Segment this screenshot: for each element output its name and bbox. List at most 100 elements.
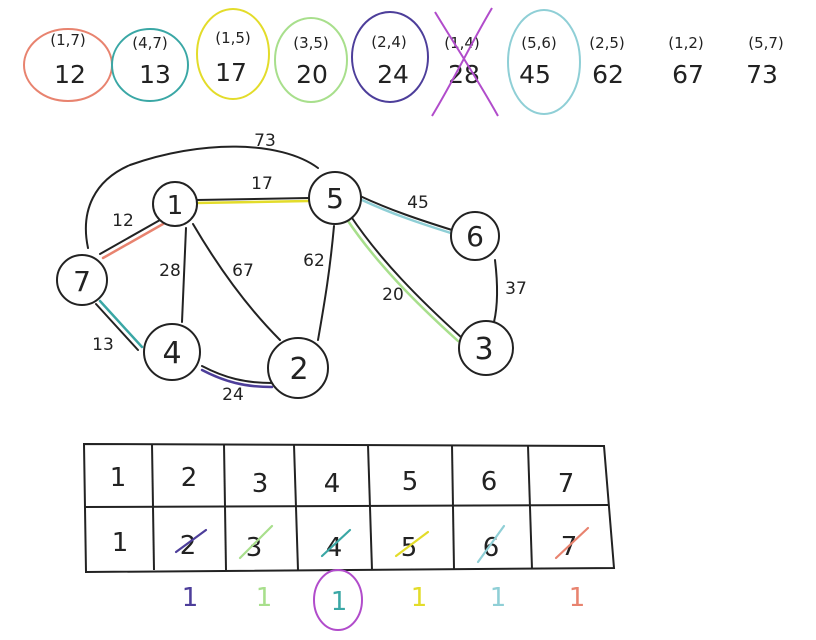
edge-weight: 73 [746, 60, 778, 89]
table-cell: 6 [481, 467, 498, 497]
node-4: 4 [143, 323, 201, 381]
edge-item: (1,2) 67 [668, 34, 704, 89]
strike-mark [476, 524, 506, 564]
node-label: 5 [326, 182, 344, 215]
node-label: 1 [167, 191, 184, 221]
selection-circle [507, 9, 581, 115]
edge-pair: (3,5) [293, 34, 329, 52]
edge-item: (2,5) 62 [589, 34, 625, 89]
edge-item: (1,7) 12 [23, 28, 113, 102]
node-label: 6 [466, 220, 484, 253]
strike-mark [554, 526, 590, 560]
edge-1-5-highlight [194, 199, 311, 205]
edge-1-5 [195, 197, 310, 201]
node-label: 7 [73, 265, 91, 298]
parent-row: 1 2 3 4 5 6 7 [112, 528, 578, 563]
strike-mark [174, 528, 208, 554]
edge-weight: 62 [592, 60, 624, 89]
edge-5-6-highlight [360, 198, 456, 236]
edge-pair: (2,4) [371, 33, 407, 51]
edge-label: 28 [159, 261, 181, 281]
node-3: 3 [458, 320, 514, 376]
edge-1-7 [99, 219, 161, 255]
edge-4-2 [201, 365, 273, 384]
table-cell: 6 [483, 533, 500, 563]
edge-weight: 20 [296, 60, 328, 89]
strike-mark [238, 524, 274, 560]
table-cell: 5 [401, 533, 418, 563]
edge-item: (3,5) 20 [274, 17, 348, 103]
root-value: 1 [256, 583, 273, 613]
root-value: 1 [490, 583, 507, 613]
edge-label: 12 [112, 211, 134, 231]
edge-label: 45 [407, 193, 429, 213]
root-value: 1 [182, 583, 199, 613]
node-7: 7 [56, 254, 108, 306]
sorted-edge-list: (1,7) 12 (4,7) 13 (1,5) 17 (3,5) 20 (2,4… [23, 7, 784, 117]
edge-1-7-highlight [101, 222, 165, 260]
node-label: 3 [474, 332, 493, 367]
edge-1-4 [181, 227, 187, 323]
edge-5-3 [349, 214, 463, 339]
edge-label: 62 [303, 251, 325, 271]
table-cell: 3 [252, 469, 269, 499]
table-cell: 7 [558, 469, 575, 499]
union-find-table: 1 2 3 4 5 6 7 1 2 3 4 5 6 7 1 1 [82, 442, 616, 631]
table-cell: 1 [110, 463, 127, 493]
edge-weight: 13 [139, 60, 171, 89]
root-value: 1 [331, 587, 348, 617]
edge-weight: 45 [519, 60, 551, 89]
graph-nodes: 1 5 6 7 4 2 3 [56, 171, 514, 399]
table-cell: 2 [180, 531, 197, 561]
table-cell: 5 [402, 467, 419, 497]
table-cell: 4 [324, 469, 341, 499]
selection-circle [196, 8, 270, 100]
below-values: 1 1 1 1 1 1 [182, 569, 585, 631]
node-5: 5 [308, 171, 362, 225]
graph: 73 17 45 12 28 67 62 37 20 13 24 1 5 6 [56, 131, 527, 405]
table-cell: 4 [326, 533, 343, 563]
node-2: 2 [267, 337, 329, 399]
edge-item: (5,6) 45 [507, 9, 581, 115]
edge-pair: (4,7) [132, 34, 168, 52]
edge-pair: (2,5) [589, 34, 625, 52]
table-cell: 1 [112, 528, 129, 558]
highlight-circle [313, 569, 363, 631]
table-cell: 2 [181, 463, 198, 493]
strike-mark [394, 530, 430, 558]
edge-weight: 28 [448, 60, 480, 89]
edge-weight: 12 [54, 60, 86, 89]
edge-label: 24 [222, 385, 244, 405]
root-value: 1 [411, 583, 428, 613]
strike-marks [174, 524, 590, 564]
edge-label: 17 [251, 174, 273, 194]
edge-label: 37 [505, 279, 527, 299]
edge-6-3 [493, 259, 499, 323]
edge-labels: 73 17 45 12 28 67 62 37 20 13 24 [92, 131, 527, 405]
selection-circle [274, 17, 348, 103]
edge-item: (4,7) 13 [111, 28, 189, 102]
edge-label: 20 [382, 285, 404, 305]
node-6: 6 [450, 211, 500, 261]
edge-item: (1,5) 17 [196, 8, 270, 100]
edge-4-2-highlight [200, 368, 274, 389]
strike-mark [320, 528, 352, 558]
table-grid [82, 442, 616, 574]
edge-pair: (1,5) [215, 29, 251, 47]
edge-5-3-highlight [344, 216, 460, 343]
edge-label: 73 [254, 131, 276, 151]
edge-5-7 [84, 145, 319, 249]
node-1: 1 [152, 181, 198, 227]
edge-item: (5,7) 73 [746, 34, 784, 89]
selection-circle [351, 11, 429, 103]
edge-item: (2,4) 24 [351, 11, 429, 103]
edge-2-5 [317, 225, 335, 341]
node-label: 4 [162, 336, 181, 371]
edge-item: (1,4) 28 [431, 7, 499, 117]
edge-pair: (1,7) [50, 31, 86, 49]
header-row: 1 2 3 4 5 6 7 [110, 463, 575, 499]
edge-7-4 [95, 303, 139, 351]
edge-label: 67 [232, 261, 254, 281]
edge-pair: (5,6) [521, 34, 557, 52]
